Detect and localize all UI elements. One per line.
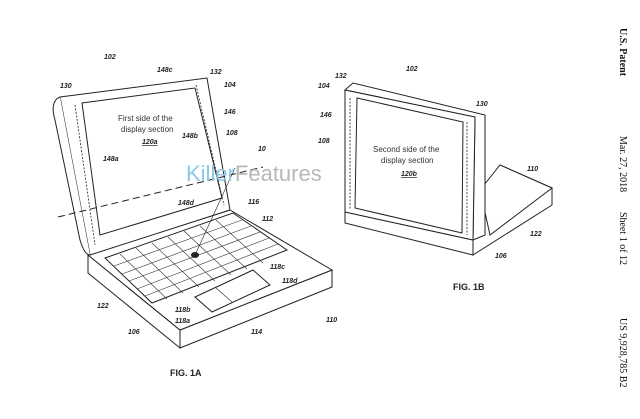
- fig-1b-caption: FIG. 1B: [453, 282, 485, 292]
- keyboard-keys: [113, 219, 279, 300]
- ref-148d: 148d: [178, 200, 195, 207]
- screen-text-1b-line2: display section: [381, 156, 433, 165]
- ref-104: 104: [224, 82, 236, 89]
- patent-sidebar: U.S. Patent Mar. 27, 2018 Sheet 1 of 12 …: [617, 28, 628, 387]
- watermark: KillerFeatures: [186, 161, 322, 186]
- trackpad: [194, 269, 271, 313]
- fig-1a-laptop: [52, 77, 334, 350]
- ref-114: 114: [251, 329, 262, 336]
- ref-106-b: 106: [495, 253, 507, 260]
- ref-108-b: 108: [318, 138, 330, 145]
- ref-148c: 148c: [157, 67, 173, 74]
- ref-122: 122: [97, 303, 109, 310]
- screen-text-1a-line2: display section: [121, 125, 173, 134]
- screen-text-1a-line1: First side of the: [118, 114, 173, 123]
- ref-130-b: 130: [476, 101, 488, 108]
- fold-axis-line: [57, 166, 264, 218]
- ref-132-b: 132: [335, 73, 347, 80]
- fig-1b-laptop: [343, 82, 553, 256]
- ref-118a: 118a: [175, 318, 190, 325]
- ref-110: 110: [326, 317, 337, 324]
- fig-1a-caption: FIG. 1A: [170, 368, 202, 378]
- ref-118d: 118d: [282, 278, 298, 285]
- ref-148b: 148b: [182, 133, 199, 140]
- ref-122-b: 122: [530, 231, 542, 238]
- ref-10: 10: [258, 146, 266, 153]
- sidebar-sheet: Sheet 1 of 12: [617, 212, 628, 265]
- ref-118c: 118c: [270, 264, 285, 271]
- ref-116: 116: [248, 199, 259, 206]
- ref-106: 106: [128, 329, 140, 336]
- display-second-side: [354, 97, 464, 234]
- ref-118b: 118b: [175, 307, 191, 314]
- base-top-face: [479, 164, 553, 236]
- ref-130: 130: [60, 83, 72, 90]
- ref-104-b: 104: [318, 83, 330, 90]
- sidebar-date: Mar. 27, 2018: [617, 136, 628, 192]
- ref-102-b: 102: [406, 66, 418, 73]
- screen-text-1b-line1: Second side of the: [373, 145, 440, 154]
- screen-ref-120a: 120a: [142, 139, 158, 146]
- keyboard: [104, 212, 289, 304]
- ref-108: 108: [226, 130, 238, 137]
- ref-102: 102: [104, 54, 116, 61]
- sidebar-title: U.S. Patent: [617, 28, 628, 77]
- watermark-part2: Features: [235, 161, 322, 186]
- ref-110-b: 110: [527, 166, 538, 173]
- sidebar-number: US 9,928,785 B2: [617, 318, 628, 387]
- ref-112: 112: [262, 216, 273, 223]
- ref-146: 146: [224, 109, 236, 116]
- ref-146-b: 146: [320, 112, 332, 119]
- ref-132: 132: [210, 69, 222, 76]
- watermark-part1: Killer: [186, 161, 235, 186]
- lid-edge: [52, 96, 91, 256]
- ref-148a: 148a: [103, 156, 119, 163]
- screen-ref-120b: 120b: [401, 171, 418, 178]
